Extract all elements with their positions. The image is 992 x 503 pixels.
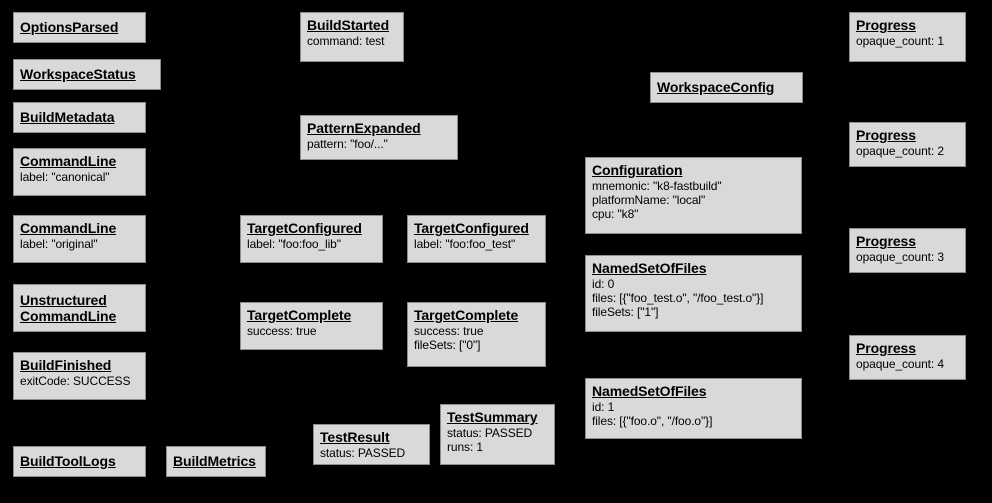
node-title: Progress xyxy=(856,340,916,356)
node-title: TargetComplete xyxy=(247,307,352,323)
node-fields: label: "original" xyxy=(20,237,139,251)
node-field: id: 0 xyxy=(592,277,615,291)
node-field: runs: 1 xyxy=(447,440,483,454)
node-fields: status: PASSED xyxy=(320,446,423,460)
node-fields: label: "canonical" xyxy=(20,170,139,184)
node-fields: pattern: "foo/..." xyxy=(307,137,451,151)
node-title: CommandLine xyxy=(20,153,117,169)
graph-node-build-tool-logs[interactable]: BuildToolLogs xyxy=(13,446,146,477)
node-field: mnemonic: "k8-fastbuild" xyxy=(592,179,722,193)
node-field: files: [{"foo_test.o", "/foo_test.o"}] xyxy=(592,291,764,305)
node-field: label: "original" xyxy=(20,237,98,251)
node-title: NamedSetOfFiles xyxy=(592,260,707,276)
node-title: OptionsParsed xyxy=(20,19,119,35)
node-title: NamedSetOfFiles xyxy=(592,383,707,399)
node-field: opaque_count: 3 xyxy=(856,250,944,264)
node-title: Unstructured CommandLine xyxy=(20,291,117,324)
node-title: BuildFinished xyxy=(20,357,112,373)
graph-node-build-metadata[interactable]: BuildMetadata xyxy=(13,102,146,133)
node-title: WorkspaceStatus xyxy=(20,66,136,82)
node-fields: opaque_count: 1 xyxy=(856,34,959,48)
node-field: label: "canonical" xyxy=(20,170,110,184)
node-fields: mnemonic: "k8-fastbuild"platformName: "l… xyxy=(592,179,795,221)
node-title: TargetConfigured xyxy=(247,220,362,236)
node-title: TargetComplete xyxy=(414,307,519,323)
graph-node-workspace-status[interactable]: WorkspaceStatus xyxy=(13,59,161,90)
node-title: PatternExpanded xyxy=(307,120,421,136)
node-field: opaque_count: 2 xyxy=(856,144,944,158)
node-title: TestSummary xyxy=(447,409,538,425)
node-title: TargetConfigured xyxy=(414,220,529,236)
node-title: BuildMetrics xyxy=(173,453,256,469)
graph-node-build-metrics[interactable]: BuildMetrics xyxy=(166,446,266,477)
node-field: cpu: "k8" xyxy=(592,207,639,221)
node-fields: opaque_count: 4 xyxy=(856,357,959,371)
node-field: opaque_count: 1 xyxy=(856,34,944,48)
graph-node-options-parsed[interactable]: OptionsParsed xyxy=(13,12,146,43)
node-field: command: test xyxy=(307,34,385,48)
node-title: WorkspaceConfig xyxy=(657,79,775,95)
node-field: success: true xyxy=(414,324,484,338)
node-field: platformName: "local" xyxy=(592,193,706,207)
node-field: id: 1 xyxy=(592,400,615,414)
node-field: status: PASSED xyxy=(320,446,406,460)
node-fields: opaque_count: 2 xyxy=(856,144,959,158)
node-fields: command: test xyxy=(307,34,397,48)
node-fields: exitCode: SUCCESS xyxy=(20,374,139,388)
node-field: fileSets: ["0"] xyxy=(414,338,481,352)
graph-node-unstructured-command-line[interactable]: Unstructured CommandLine xyxy=(13,284,146,332)
node-field: fileSets: ["1"] xyxy=(592,305,659,319)
node-fields: label: "foo:foo_lib" xyxy=(247,237,376,251)
node-title: CommandLine xyxy=(20,220,117,236)
node-fields: opaque_count: 3 xyxy=(856,250,959,264)
node-field: files: [{"foo.o", "/foo.o"}] xyxy=(592,414,713,428)
node-field: label: "foo:foo_test" xyxy=(414,237,516,251)
node-title: BuildMetadata xyxy=(20,109,115,125)
node-field: opaque_count: 4 xyxy=(856,357,944,371)
node-field: pattern: "foo/..." xyxy=(307,137,388,151)
node-field: status: PASSED xyxy=(447,426,533,440)
node-field: success: true xyxy=(247,324,317,338)
node-fields: label: "foo:foo_test" xyxy=(414,237,539,251)
node-title: Progress xyxy=(856,127,916,143)
node-title: Configuration xyxy=(592,162,683,178)
node-fields: success: true xyxy=(247,324,376,338)
node-field: label: "foo:foo_lib" xyxy=(247,237,341,251)
node-title: BuildToolLogs xyxy=(20,453,116,469)
node-title: TestResult xyxy=(320,429,390,445)
node-title: Progress xyxy=(856,17,916,33)
node-field: exitCode: SUCCESS xyxy=(20,374,131,388)
node-title: Progress xyxy=(856,233,916,249)
node-title: BuildStarted xyxy=(307,17,390,33)
graph-node-workspace-config[interactable]: WorkspaceConfig xyxy=(650,72,803,103)
